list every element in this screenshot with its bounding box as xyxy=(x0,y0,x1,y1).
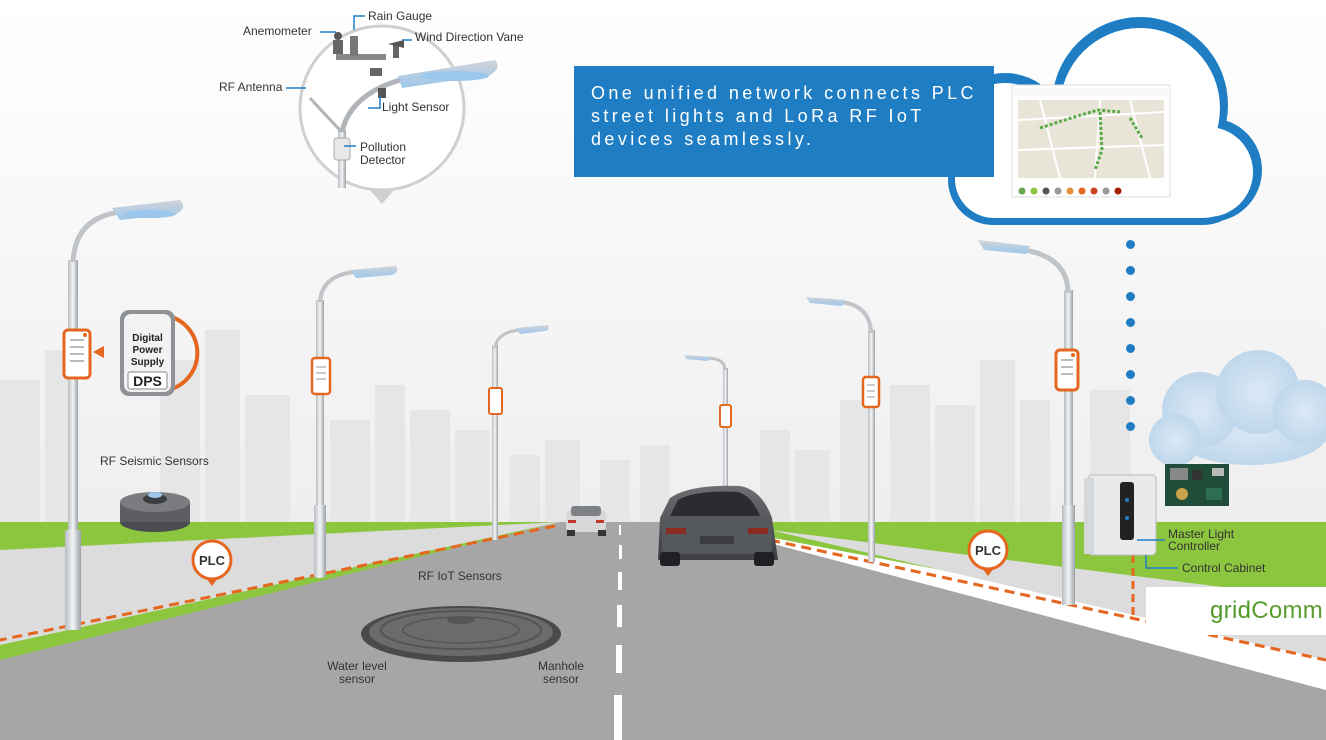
city-skyline xyxy=(0,330,1130,525)
label-rain-gauge: Rain Gauge xyxy=(368,9,433,23)
logo-comm-text: Comm xyxy=(1251,597,1324,624)
controller-board xyxy=(1165,464,1229,506)
label-pollution-line1: Pollution xyxy=(360,140,407,154)
street-light-3 xyxy=(488,325,549,540)
label-master-line1: Master Light xyxy=(1168,527,1235,541)
headline-text: One unified network connects PLC street … xyxy=(591,83,977,149)
plc-cable-left xyxy=(0,524,556,642)
weather-station-inset xyxy=(286,15,498,204)
road-center-line xyxy=(614,525,622,740)
plc-label-right: PLC xyxy=(975,543,1002,558)
gridcomm-logo-text: gridComm xyxy=(1210,597,1323,625)
label-wind-direction-vane: Wind Direction Vane xyxy=(415,30,524,44)
logo-grid-text: grid xyxy=(1210,597,1252,624)
label-rf-antenna: RF Antenna xyxy=(219,80,283,94)
gridcomm-logo: gridComm xyxy=(1146,587,1326,635)
label-anemometer: Anemometer xyxy=(243,24,312,38)
label-pollution-line2: Detector xyxy=(360,153,406,167)
car-far xyxy=(566,506,606,536)
label-control-cabinet: Control Cabinet xyxy=(1182,561,1266,575)
leader-control-cabinet xyxy=(1145,555,1178,569)
street-light-2 xyxy=(310,266,398,578)
label-rf-iot-sensors: RF IoT Sensors xyxy=(418,569,502,583)
headline-banner: One unified network connects PLC street … xyxy=(574,66,994,177)
label-manhole-line1: Manhole xyxy=(537,659,585,673)
label-rf-seismic-sensors: RF Seismic Sensors xyxy=(100,454,209,468)
car-near xyxy=(658,485,778,566)
street-light-1 xyxy=(62,200,184,630)
grass-right xyxy=(690,522,1326,650)
plc-label-left: PLC xyxy=(199,553,226,568)
label-light-sensor: Light Sensor xyxy=(382,100,450,114)
plc-badge-left: PLC xyxy=(191,539,233,586)
manhole-cover xyxy=(361,606,561,662)
street-light-5 xyxy=(806,297,881,562)
small-cloud xyxy=(1149,350,1326,466)
street-light-6 xyxy=(978,240,1080,605)
dps-line1: Digital xyxy=(132,333,163,344)
control-cabinet xyxy=(1084,474,1157,556)
dps-line3: Supply xyxy=(131,357,165,368)
label-water-level-line2: sensor xyxy=(338,672,376,686)
dps-line2: Power xyxy=(132,345,162,356)
dps-abbr: DPS xyxy=(133,373,162,389)
dps-device: Digital Power Supply DPS xyxy=(93,310,200,396)
road xyxy=(0,522,1326,740)
plc-badge-right: PLC xyxy=(967,529,1009,576)
seismic-sensor xyxy=(120,492,190,532)
label-manhole-line2: sensor xyxy=(542,672,580,686)
label-water-level-line1: Water level xyxy=(327,659,387,673)
street-light-4 xyxy=(684,355,732,518)
label-master-line2: Controller xyxy=(1168,539,1221,553)
